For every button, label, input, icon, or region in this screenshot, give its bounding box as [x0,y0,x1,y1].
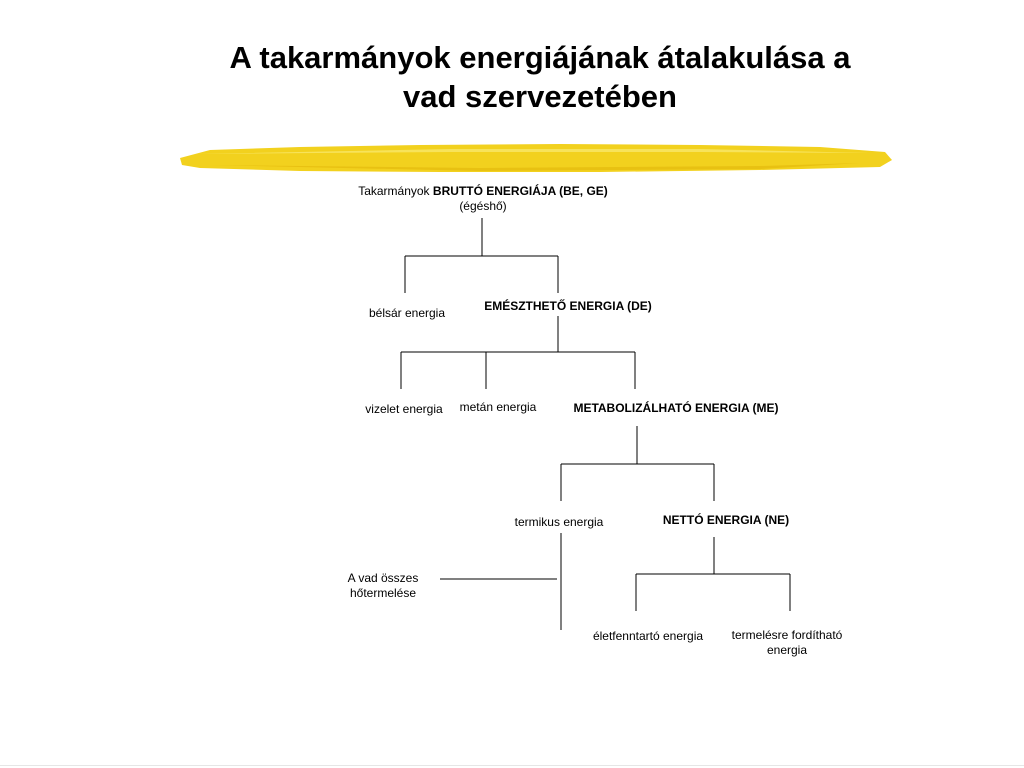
slide-title: A takarmányok energiájának átalakulása a… [190,38,890,116]
title-line-2: vad szervezetében [403,79,677,114]
node-methane-energy: metán energia [459,400,537,414]
node-gross-energy: Takarmányok BRUTTÓ ENERGIÁJA (BE, GE) (é… [358,184,608,214]
production-energy-line-2: energia [766,643,808,657]
digestible-energy-label: EMÉSZTHETŐ ENERGIA (DE) [484,299,652,313]
gross-energy-label: BRUTTÓ ENERGIÁJA (BE, GE) [432,184,608,198]
node-thermic-energy: termikus energia [514,515,604,529]
metabolizable-energy-label: METABOLIZÁLHATÓ ENERGIA (ME) [573,401,779,415]
connector-metabolizable-to-net [560,426,715,501]
total-heat-line-1: A vad összes [347,571,419,585]
highlighter-streak [195,149,870,154]
node-digestible-energy: EMÉSZTHETŐ ENERGIA (DE) [484,299,652,314]
node-fecal-energy: bélsár energia [368,306,446,320]
net-energy-label: NETTÓ ENERGIA (NE) [662,513,790,527]
connector-net-to-uses [635,537,791,611]
node-maintenance-energy: életfenntartó energia [592,629,704,643]
node-production-energy: termelésre fordítható energia [732,628,843,658]
bottom-divider [0,765,1024,766]
node-net-energy: NETTÓ ENERGIA (NE) [663,513,789,528]
title-line-1: A takarmányok energiájának átalakulása a [229,40,851,75]
highlighter-streak [210,163,860,171]
connector-thermic-to-heat [440,533,562,630]
node-metabolizable-energy: METABOLIZÁLHATÓ ENERGIA (ME) [573,401,778,416]
node-total-heat: A vad összes hőtermelése [348,571,419,601]
node-urine-energy: vizelet energia [365,402,443,416]
connector-digestible-to-metabolizable [400,316,636,389]
connector-gross-to-digestible [404,218,559,293]
total-heat-line-2: hőtermelése [349,586,417,600]
gross-energy-sub: (égéshő) [459,199,507,213]
production-energy-line-1: termelésre fordítható [731,628,843,642]
gross-energy-prefix: Takarmányok [358,184,430,198]
